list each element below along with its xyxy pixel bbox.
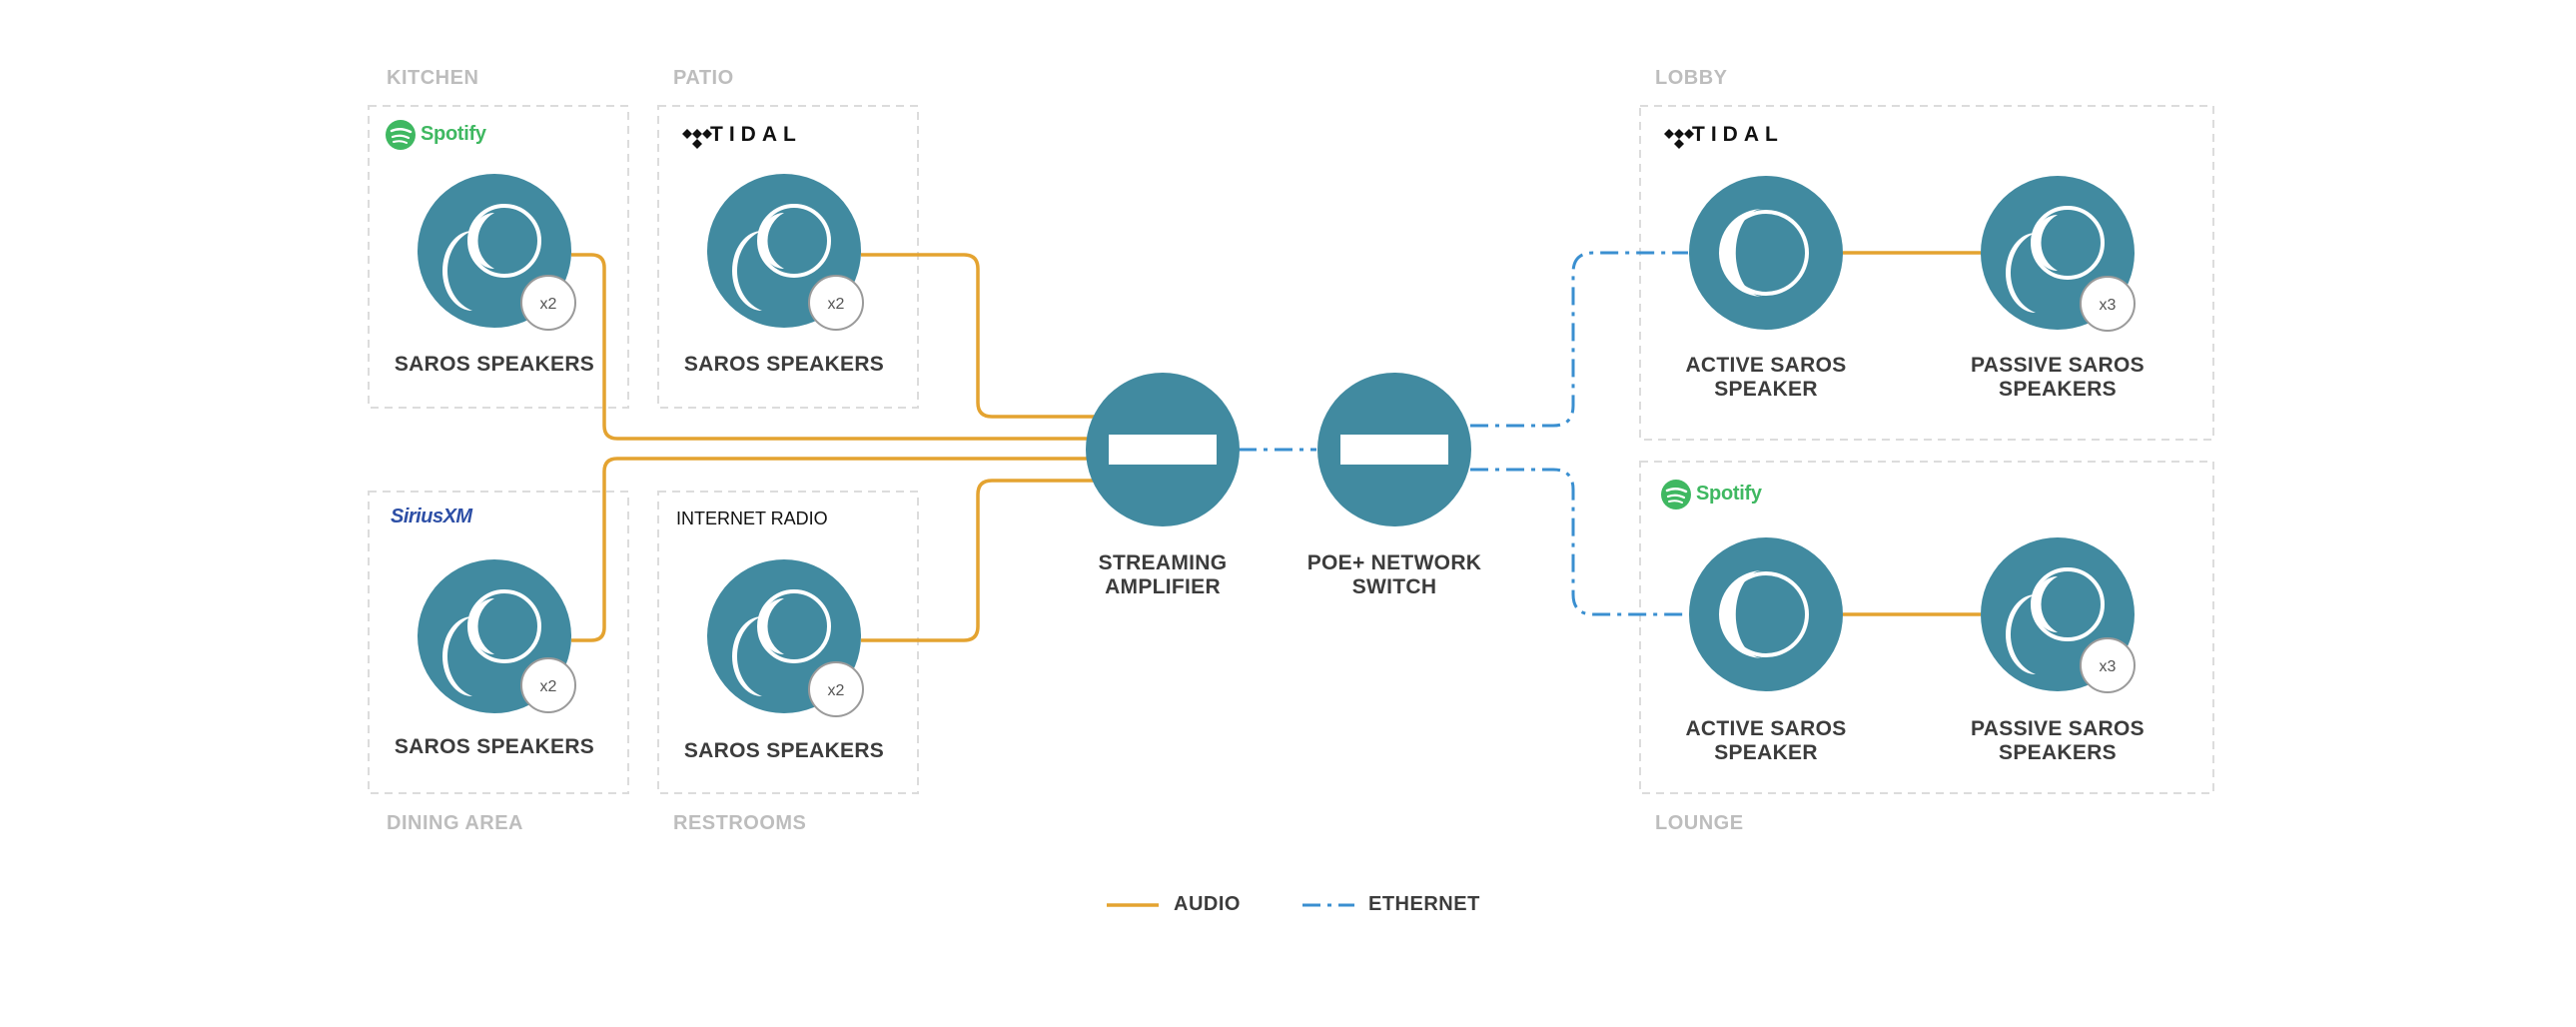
count-badge-restrooms: x2 [828,682,845,699]
lounge-passive-line1: PASSIVE SAROS [1971,717,2145,740]
brand-internet-radio-restrooms: INTERNET RADIO [676,509,828,528]
device-label-lobby-active: ACTIVE SAROS SPEAKER [1646,354,1886,402]
lounge-active-line2: SPEAKER [1714,741,1818,764]
lobby-active-line1: ACTIVE SAROS [1685,354,1847,377]
zone-patio [657,105,919,409]
speaker-icon-lobby-active [1687,174,1845,332]
lobby-passive-line1: PASSIVE SAROS [1971,354,2145,377]
device-label-lobby-passive: PASSIVE SAROS SPEAKERS [1938,354,2177,402]
count-badge-dining: x2 [540,678,557,695]
amplifier-icon [1086,373,1240,526]
zone-lobby [1639,105,2214,441]
brand-spotify-lounge: Spotify [1696,483,1762,505]
device-label-lounge-active: ACTIVE SAROS SPEAKER [1646,717,1886,765]
lobby-active-line2: SPEAKER [1714,378,1818,401]
zone-label-dining: DINING AREA [387,812,523,834]
zone-dining [368,491,629,794]
count-badge-patio: x2 [828,296,845,313]
lobby-passive-line2: SPEAKERS [1999,378,2117,401]
spotify-icon [386,120,416,150]
audio-connections [571,251,1981,642]
count-badges: x2 x2 x2 x2 x3 x3 [520,275,2136,717]
switch-line1: POE+ NETWORK [1306,551,1482,574]
zone-label-lounge: LOUNGE [1655,812,1744,834]
device-label-restrooms: SAROS SPEAKERS [683,739,885,762]
switch-line2: SWITCH [1351,575,1437,598]
audio-line-patio [861,253,1099,419]
zone-lounge [1639,461,2214,794]
zone-label-kitchen: KITCHEN [387,67,479,89]
ethernet-line-lobby [1470,251,1688,428]
legend-audio-label: AUDIO [1174,893,1241,915]
device-label-switch: POE+ NETWORK SWITCH [1275,551,1514,599]
zone-kitchen [368,105,629,409]
amplifier-line2: AMPLIFIER [1105,575,1221,598]
lounge-active-line1: ACTIVE SAROS [1685,717,1847,740]
count-badge-kitchen: x2 [540,296,557,313]
zone-restrooms [657,491,919,794]
zone-label-lobby: LOBBY [1655,67,1728,89]
zone-label-patio: PATIO [673,67,734,89]
spotify-icon-lounge [1661,480,1691,510]
device-label-lounge-passive: PASSIVE SAROS SPEAKERS [1938,717,2177,765]
brand-tidal-lobby: TIDAL [1692,123,1784,146]
brand-siriusxm-dining: SiriusXM [391,506,472,527]
tidal-icon-lobby [1664,129,1694,149]
device-label-kitchen: SAROS SPEAKERS [394,353,595,376]
device-label-amplifier: STREAMING AMPLIFIER [1043,551,1283,599]
brand-tidal-patio: TIDAL [710,123,802,146]
brand-spotify-kitchen: Spotify [421,123,486,145]
network-switch-icon [1317,373,1471,526]
device-label-patio: SAROS SPEAKERS [683,353,885,376]
amplifier-line1: STREAMING [1098,551,1228,574]
audio-line-dining [571,457,1087,642]
zone-label-restrooms: RESTROOMS [673,812,807,834]
speaker-icon-lounge-active [1687,535,1845,693]
count-badge-lobby: x3 [2100,297,2117,314]
legend-ethernet-label: ETHERNET [1368,893,1480,915]
ethernet-line-lounge [1470,468,1688,616]
audio-line-kitchen [571,253,1087,441]
lounge-passive-line2: SPEAKERS [1999,741,2117,764]
tidal-icon-patio [682,129,712,149]
ethernet-connections [1239,251,1688,616]
count-badge-lounge: x3 [2100,658,2117,675]
device-label-dining: SAROS SPEAKERS [394,735,595,758]
audio-line-restrooms [861,479,1099,642]
